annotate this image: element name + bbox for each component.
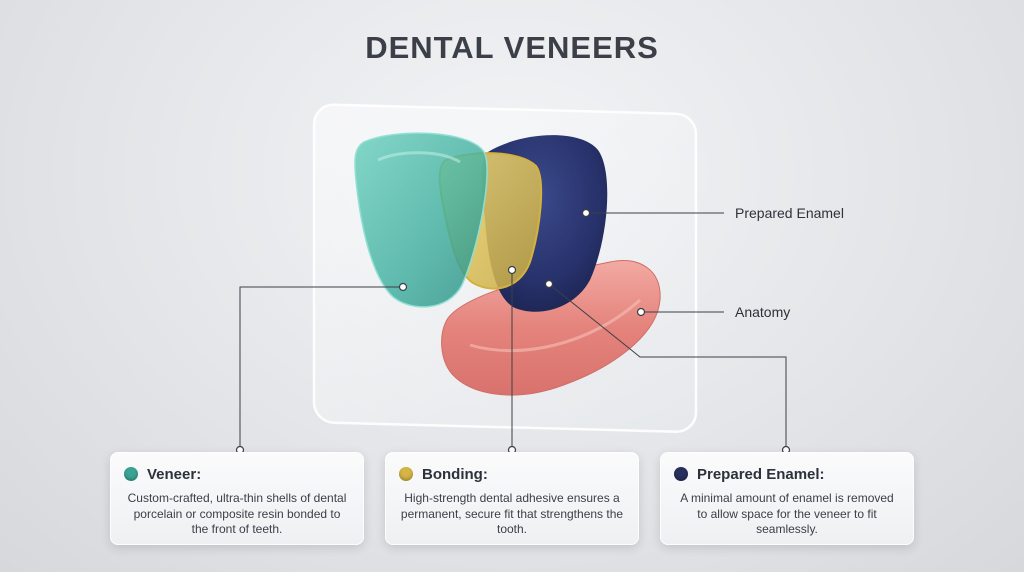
leader-enamel-card bbox=[548, 283, 787, 450]
page-title: DENTAL VENEERS bbox=[365, 30, 659, 65]
card-body: High-strength dental adhesive ensures a … bbox=[400, 491, 624, 536]
card-title: Prepared Enamel: bbox=[697, 465, 825, 483]
veneer-color-dot bbox=[124, 467, 138, 481]
veneer-shape bbox=[354, 132, 488, 308]
label-prepared-enamel: Prepared Enamel bbox=[735, 205, 844, 221]
card-prepared-enamel: Prepared Enamel: A minimal amount of ena… bbox=[660, 452, 914, 545]
card-bonding: Bonding: High-strength dental adhesive e… bbox=[385, 452, 639, 545]
bonding-color-dot bbox=[399, 467, 413, 481]
leader-veneer bbox=[239, 286, 403, 450]
card-veneer: Veneer: Custom-crafted, ultra-thin shell… bbox=[110, 452, 364, 545]
card-title: Veneer: bbox=[147, 465, 202, 483]
label-anatomy: Anatomy bbox=[735, 304, 791, 320]
card-body: A minimal amount of enamel is removed to… bbox=[680, 491, 894, 536]
card-body: Custom-crafted, ultra-thin shells of den… bbox=[127, 491, 347, 536]
card-title: Bonding: bbox=[422, 465, 488, 483]
enamel-color-dot bbox=[674, 467, 688, 481]
